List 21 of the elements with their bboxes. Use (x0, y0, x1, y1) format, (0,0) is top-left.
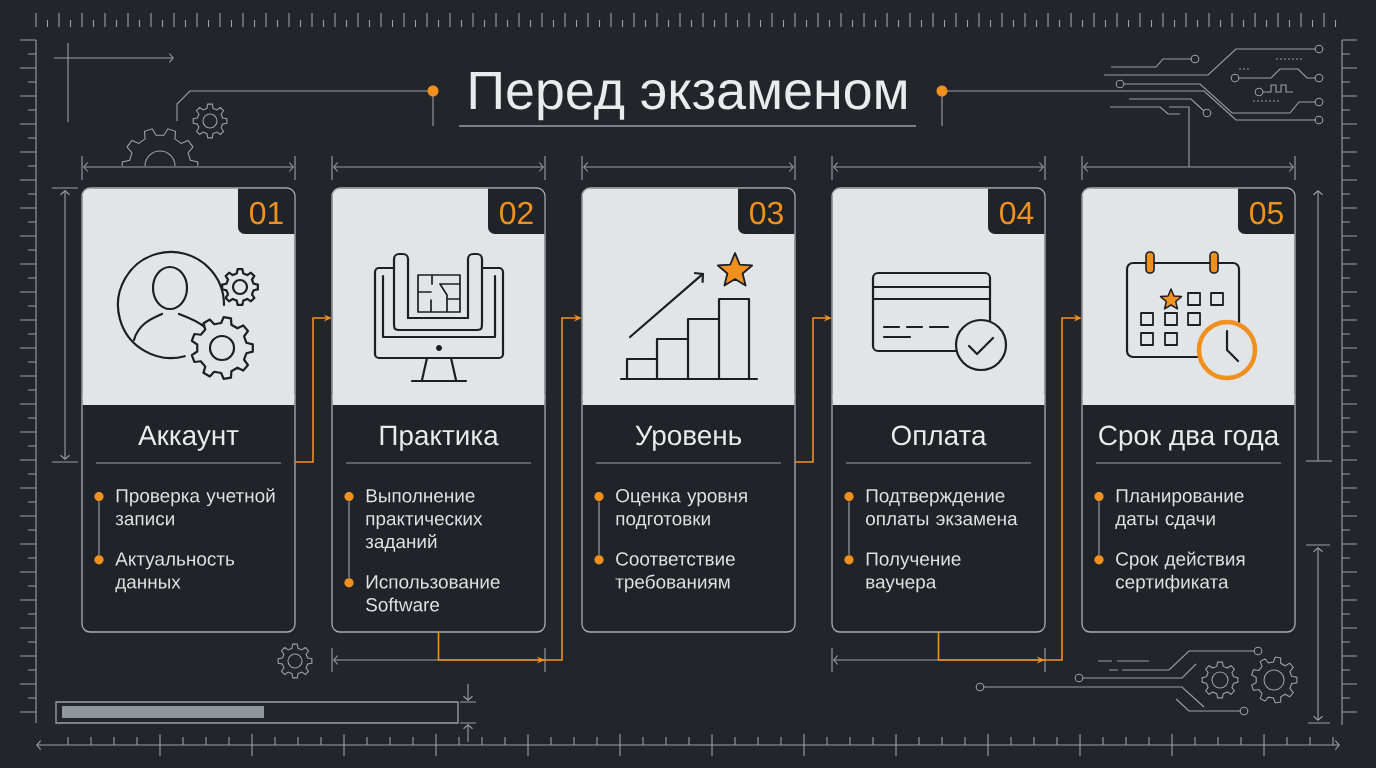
card-heading: Срок два года (1099, 425, 1280, 451)
number-badge: 01 (238, 188, 295, 234)
bullet-text: Выполнение практических заданий (365, 489, 483, 552)
card-heading: Практика (380, 425, 499, 451)
number-badge: 03 (738, 188, 795, 234)
number-badge: 05 (1238, 188, 1295, 234)
bullet-text: Планирование даты сдачи (1115, 489, 1244, 529)
bullet-text: Получение ваучера (866, 552, 961, 593)
bullet-text: Срок действия сертификата (1116, 551, 1245, 593)
card-heading: Аккаунт (138, 425, 239, 451)
bullet-text: Использование Software (366, 575, 500, 612)
bullet-text: Подтверждение оплаты экзамена (866, 489, 1018, 526)
bullet-text: Соответствие требованиям (615, 552, 735, 593)
bullet-text: Актуальность данных (115, 552, 235, 593)
number-badge: 04 (988, 188, 1045, 234)
bullet-text: Оценка уровня подготовки (616, 489, 747, 529)
card-heading: Оплата (891, 425, 987, 446)
card-heading: Уровень (635, 425, 742, 451)
bullet-text: Проверка учетной записи (115, 488, 275, 526)
title: Перед экзаменом (470, 72, 906, 121)
number-badge: 02 (488, 188, 545, 234)
